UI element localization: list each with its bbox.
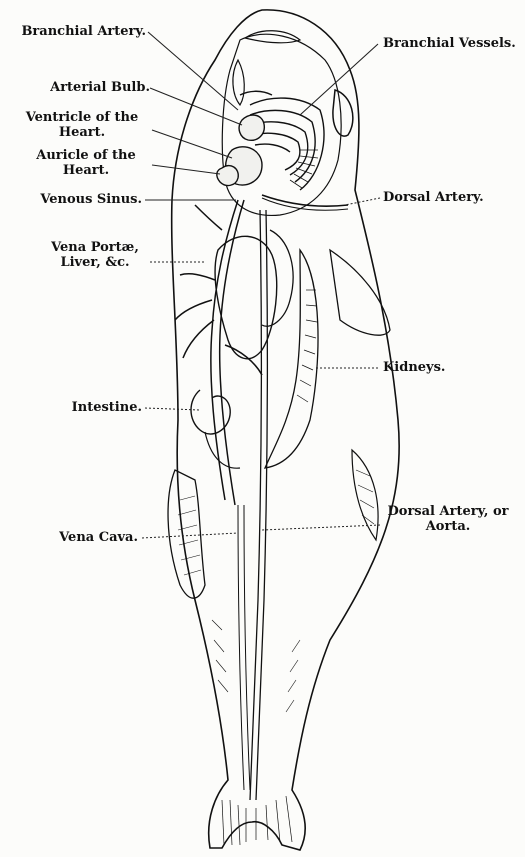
label-kidneys: Kidneys.	[383, 360, 445, 375]
label-ventricle-line1: Ventricle of the	[14, 110, 150, 125]
kidneys	[265, 250, 318, 468]
label-ventricle-line2: Heart.	[14, 125, 150, 140]
label-dorsal-artery: Dorsal Artery.	[383, 190, 484, 205]
dorsal-artery-vessel	[262, 195, 348, 206]
label-venous-sinus: Venous Sinus.	[6, 192, 142, 207]
label-dorsal-artery-aorta: Dorsal Artery, or Aorta.	[378, 504, 518, 534]
label-vena-cava: Vena Cava.	[6, 530, 138, 545]
label-auricle: Auricle of the Heart.	[20, 148, 152, 178]
tail-fin	[222, 796, 292, 845]
eye-right	[333, 90, 353, 136]
label-aorta-line1: Dorsal Artery, or	[378, 504, 518, 519]
venous-vessels	[175, 200, 262, 505]
label-vena-portae-line1: Vena Portæ,	[40, 240, 150, 255]
heart	[217, 115, 265, 185]
label-auricle-line2: Heart.	[20, 163, 152, 178]
dorsal-aorta	[250, 210, 267, 800]
label-intestine: Intestine.	[6, 400, 142, 415]
label-vena-portae: Vena Portæ, Liver, &c.	[40, 240, 150, 270]
pectoral-fin-left	[168, 470, 205, 598]
eye-left	[233, 60, 244, 105]
snout	[245, 31, 300, 43]
arterial-bulb	[239, 115, 264, 140]
label-branchial-artery: Branchial Artery.	[6, 24, 146, 39]
vena-cava-vessel	[238, 505, 250, 790]
pectoral-fin-right	[330, 250, 390, 335]
label-branchial-vessels: Branchial Vessels.	[383, 36, 516, 51]
label-arterial-bulb: Arterial Bulb.	[6, 80, 150, 95]
label-vena-portae-line2: Liver, &c.	[40, 255, 150, 270]
auricle	[217, 166, 238, 186]
label-ventricle: Ventricle of the Heart.	[14, 110, 150, 140]
label-aorta-line2: Aorta.	[378, 519, 518, 534]
label-auricle-line1: Auricle of the	[20, 148, 152, 163]
